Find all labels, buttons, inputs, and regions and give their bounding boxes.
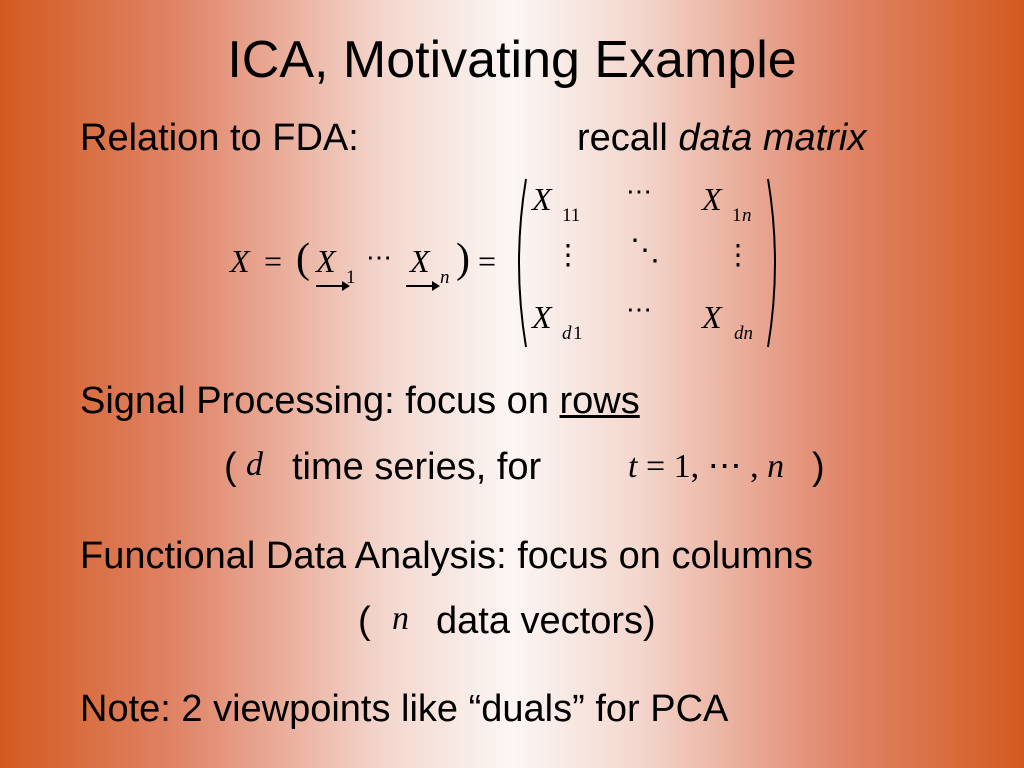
- signal-t-expression: t = 1, ⋯ , n: [628, 446, 784, 486]
- matrix-left-bracket: [518, 178, 527, 348]
- eq-lhs: X: [230, 243, 250, 279]
- matrix-right-bracket: [767, 178, 776, 348]
- matrix-entry-1n-sub-n: n: [742, 205, 752, 226]
- t-range: = 1, ⋯ ,: [637, 448, 768, 485]
- recall-text: recall data matrix: [577, 117, 866, 160]
- signal-series-text: time series, for: [292, 446, 542, 488]
- matrix-ddots: ⋱: [630, 234, 660, 267]
- slide-title: ICA, Motivating Example: [227, 31, 797, 89]
- fda-n-symbol: n: [392, 600, 409, 637]
- data-matrix-term: data matrix: [678, 117, 867, 159]
- relation-label: Relation to FDA:: [80, 117, 359, 159]
- signal-d-symbol: d: [246, 446, 263, 483]
- t-symbol: t: [628, 448, 638, 485]
- vector-arrow-1: [316, 281, 350, 291]
- signal-line: Signal Processing: focus on rows: [80, 380, 640, 423]
- data-matrix-equation: X = ( X 1 ⋯ X n ) = X 11 ⋯ X 1 n ⋮ ⋱ ⋮ X…: [230, 175, 790, 355]
- matrix-entry-dn-sub: dn: [734, 323, 753, 344]
- eq-col1-sub: 1: [346, 267, 356, 288]
- matrix-entry-1n: X: [702, 181, 722, 217]
- fda-paren-open: (: [358, 600, 371, 642]
- eq-equals-1: =: [264, 243, 283, 279]
- matrix-entry-11-sub: 11: [562, 205, 581, 226]
- matrix-entry-dn: X: [702, 299, 722, 335]
- signal-label: Signal Processing:: [80, 380, 395, 422]
- matrix-entry-d1-sub-d: d: [562, 323, 572, 344]
- eq-equals-2: =: [478, 243, 497, 279]
- signal-focus-rows: rows: [559, 380, 640, 422]
- signal-paren-open: (: [224, 446, 237, 488]
- matrix-entry-d1-sub: 1: [573, 323, 583, 344]
- fda-label: Functional Data Analysis:: [80, 535, 507, 577]
- fda-line: Functional Data Analysis: focus on colum…: [80, 535, 813, 578]
- eq-row-cdots: ⋯: [366, 243, 392, 272]
- eq-coln: X: [410, 243, 430, 279]
- eq-coln-sub: n: [440, 267, 450, 288]
- fda-vectors-text: data vectors): [436, 600, 656, 642]
- signal-paren-close: ): [812, 446, 825, 488]
- vector-arrow-n: [406, 281, 440, 291]
- matrix-entry-11: X: [532, 181, 552, 217]
- matrix-row1-cdots: ⋯: [626, 177, 652, 206]
- eq-col-lparen: (: [296, 236, 310, 282]
- matrix-coln-vdots: ⋮: [724, 240, 752, 271]
- t-n-symbol: n: [767, 448, 785, 485]
- recall-word: recall: [577, 117, 668, 159]
- matrix-row3-cdots: ⋯: [626, 295, 652, 324]
- fda-focus: focus on columns: [517, 535, 813, 577]
- note-line: Note: 2 viewpoints like “duals” for PCA: [80, 688, 729, 730]
- signal-focus: focus on: [405, 380, 549, 422]
- matrix-entry-d1: X: [532, 299, 552, 335]
- eq-col1: X: [316, 243, 336, 279]
- eq-col-rparen: ): [456, 236, 470, 282]
- matrix-entry-1n-sub: 1: [732, 205, 742, 226]
- matrix-col1-vdots: ⋮: [554, 240, 582, 271]
